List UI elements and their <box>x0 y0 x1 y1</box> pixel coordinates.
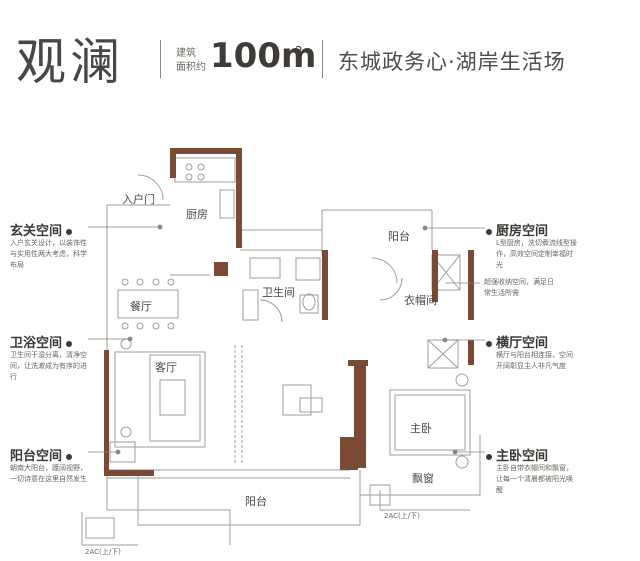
annotation-desc-balcony: 朝南大阳台，踱阔视野，一切诗意在这里自然发生 <box>10 464 87 483</box>
annotation-title-balcony: 阳台空间 <box>10 445 73 464</box>
annotation-desc-bath: 卫生间干湿分离，清净空间，让洗漱成为有序的进行 <box>10 351 87 381</box>
annotation-desc-master: 主卧自带衣帽间和飘窗，让每一个清晨都被阳光唤醒 <box>496 464 573 494</box>
divider <box>160 40 161 78</box>
room-label-kitchen: 厨房 <box>186 208 208 221</box>
annotation-desc-hall: 横厅与阳台相连接，空间开阔彰显主人非凡气度 <box>496 351 573 370</box>
room-label-dining: 餐厅 <box>130 299 152 313</box>
annotation-title-hall: 横厅空间 <box>486 332 548 351</box>
header: 观澜 建筑 面积约 100m 2 东城政务心·湖岸生活场 <box>0 0 640 110</box>
annotation-desc-kitchen: L型厨房，洗切煮流线型操作，高效空间定制幸福时光 <box>496 239 577 269</box>
room-label-balcony-bottom: 阳台 <box>245 494 267 508</box>
room-label-balcony-top: 阳台 <box>388 229 410 243</box>
room-label-ac-right: 2AC(上/下) <box>384 511 420 520</box>
annotation-title-kitchen: 厨房空间 <box>486 220 548 239</box>
room-label-ac-left: 2AC(上/下) <box>85 547 121 556</box>
annotation-title-master: 主卧空间 <box>486 445 548 464</box>
annotation-desc-entrance: 入户玄关设计，以装饰性与实用性两大考虑，科学布局 <box>10 239 87 269</box>
project-title: 观澜 <box>16 33 124 91</box>
area-superscript: 2 <box>295 44 303 58</box>
tagline: 东城政务心·湖岸生活场 <box>338 50 566 74</box>
room-label-master: 主卧 <box>410 422 432 435</box>
area-label-2: 面积约 <box>176 62 206 73</box>
annotation-title-entrance: 玄关空间 <box>10 220 73 239</box>
room-label-closet: 衣帽间 <box>404 293 437 307</box>
area-value: 100m <box>210 36 317 76</box>
annotation-title-bath: 卫浴空间 <box>10 332 73 351</box>
area-label-1: 建筑 <box>176 48 196 59</box>
divider <box>322 40 323 78</box>
room-label-bathroom: 卫生间 <box>262 285 295 299</box>
room-label-living: 客厅 <box>155 360 177 374</box>
annotation-closet-note: 超强收纳空间，满足日常生活所需 <box>484 278 554 297</box>
room-label-entrance-door: 入户门 <box>122 192 155 206</box>
room-label-bay-window: 飘窗 <box>412 471 434 485</box>
